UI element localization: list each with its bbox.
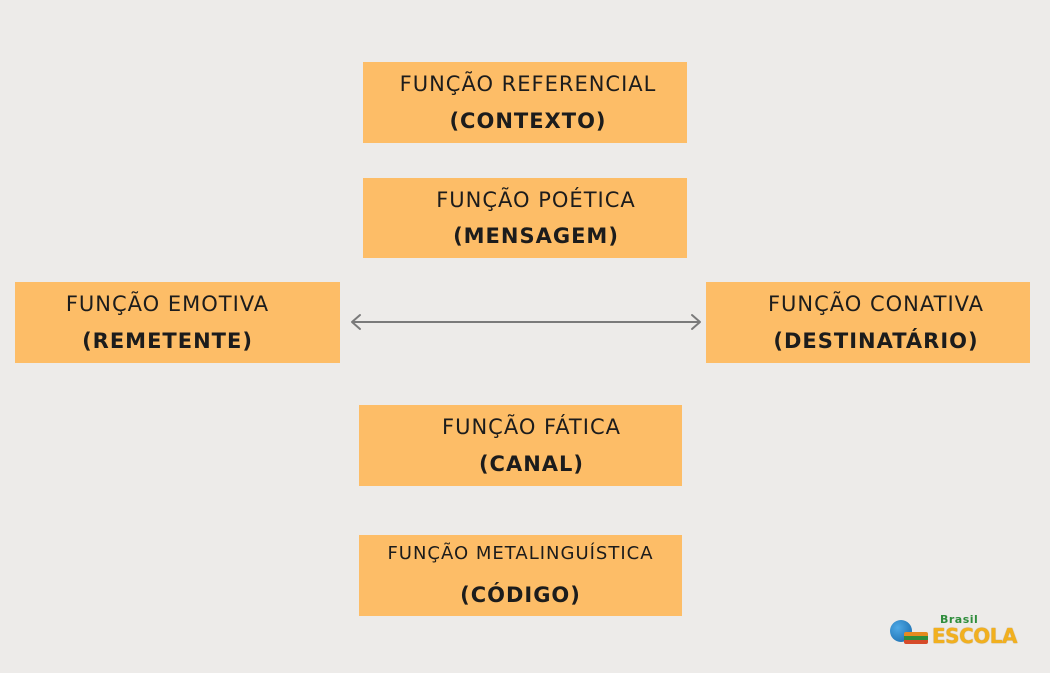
role-label: (CANAL) [478, 451, 585, 476]
role-label: (CONTEXTO) [449, 108, 607, 133]
function-label: FUNÇÃO POÉTICA [436, 187, 636, 212]
brasil-escola-logo: Brasil ESCOLA [888, 612, 1024, 652]
box-funcao-referencial: FUNÇÃO REFERENCIAL (CONTEXTO) [363, 62, 687, 143]
box-funcao-conativa: FUNÇÃO CONATIVA (DESTINATÁRIO) [706, 282, 1030, 363]
box-funcao-poetica: FUNÇÃO POÉTICA (MENSAGEM) [363, 178, 687, 258]
function-label: FUNÇÃO CONATIVA [767, 292, 985, 317]
box-funcao-emotiva: FUNÇÃO EMOTIVA (REMETENTE) [15, 282, 340, 363]
function-label: FUNÇÃO EMOTIVA [65, 292, 270, 317]
function-label: FUNÇÃO REFERENCIAL [399, 72, 657, 97]
role-label: (MENSAGEM) [453, 224, 619, 248]
role-label: (DESTINATÁRIO) [773, 328, 979, 353]
logo-brasil-text: Brasil [940, 613, 979, 626]
role-label: (CÓDIGO) [460, 582, 581, 607]
box-funcao-metalinguistica: FUNÇÃO METALINGUÍSTICA (CÓDIGO) [359, 535, 682, 616]
function-label: FUNÇÃO FÁTICA [442, 415, 621, 440]
double-arrow-connector [351, 314, 701, 330]
logo-escola-text: ESCOLA [932, 624, 1017, 648]
books-icon [904, 632, 928, 644]
function-label: FUNÇÃO METALINGUÍSTICA [387, 543, 654, 565]
box-funcao-fatica: FUNÇÃO FÁTICA (CANAL) [359, 405, 682, 486]
role-label: (REMETENTE) [82, 328, 253, 353]
